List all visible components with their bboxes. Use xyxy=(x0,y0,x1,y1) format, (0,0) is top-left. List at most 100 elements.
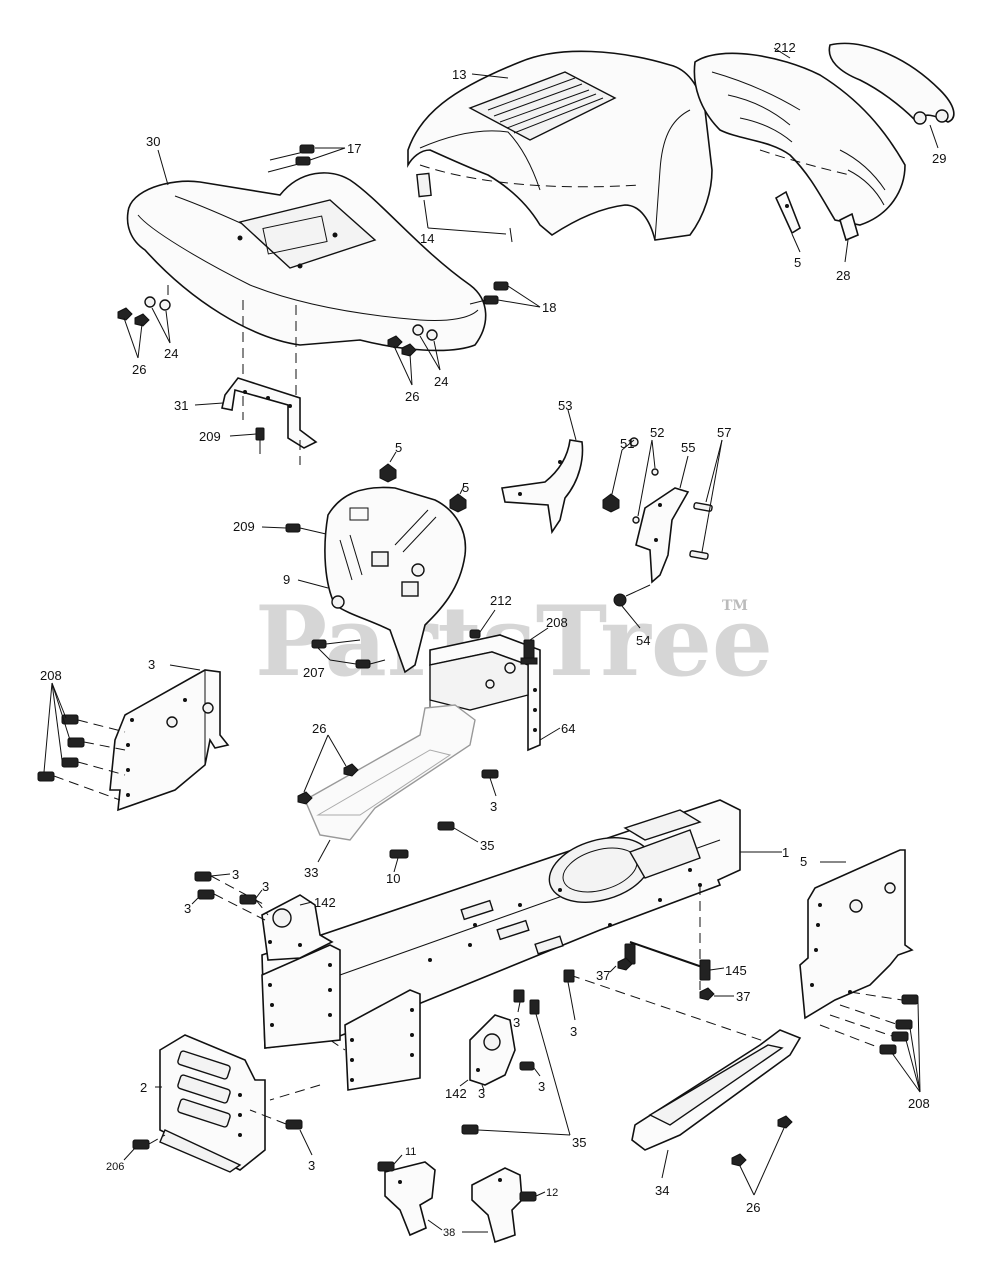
bolt-14-right[interactable] xyxy=(519,1191,537,1202)
bracket-38-left[interactable] xyxy=(384,1161,436,1237)
part-label-37: 37 xyxy=(596,968,610,983)
leader-212 xyxy=(773,47,791,59)
axle-bracket-142-lower[interactable] xyxy=(469,1014,516,1086)
bolts-35-lower[interactable] xyxy=(461,999,540,1135)
bolt-209-right[interactable] xyxy=(469,629,481,639)
bolt-57[interactable] xyxy=(689,502,713,560)
nut-washer-right[interactable] xyxy=(387,324,438,357)
nut-5-left[interactable] xyxy=(379,463,397,483)
leader-31 xyxy=(194,402,224,406)
part-label-57: 57 xyxy=(717,425,731,440)
footrest-33[interactable] xyxy=(304,704,476,841)
front-plate-2[interactable] xyxy=(159,1034,266,1173)
leader-208c-4 xyxy=(891,1052,921,1093)
part-label-208: 208 xyxy=(908,1096,930,1111)
leader-11 xyxy=(169,664,201,671)
part-label-3: 3 xyxy=(538,1079,545,1094)
bolt-206[interactable] xyxy=(132,1134,166,1150)
leader-3 xyxy=(489,777,497,797)
support-bracket-64[interactable] xyxy=(429,634,541,752)
clip-28[interactable] xyxy=(839,212,859,242)
footrest-34[interactable] xyxy=(631,1029,802,1151)
leader-208c-3 xyxy=(905,1039,921,1093)
bolts-3-upper-left[interactable] xyxy=(194,871,269,921)
part-label-25: 24 xyxy=(434,374,448,389)
leader-54 xyxy=(621,605,641,629)
leader-14b xyxy=(535,1191,546,1197)
bolt-24-top[interactable] xyxy=(267,144,315,173)
washer-52[interactable] xyxy=(632,468,659,524)
part-label-2: 2 xyxy=(140,1080,147,1095)
leader-37a xyxy=(609,965,617,973)
leader-24b xyxy=(507,285,541,308)
dash-panel-9[interactable] xyxy=(324,486,467,674)
leader-3b xyxy=(255,889,263,899)
part-label-206: 206 xyxy=(106,1161,124,1173)
bolt-14-left[interactable] xyxy=(377,1161,395,1172)
bolt-35-footrest[interactable] xyxy=(437,821,455,831)
side-panel-11[interactable] xyxy=(109,669,230,812)
bracket-53[interactable] xyxy=(501,439,584,535)
leader-35 xyxy=(453,827,479,843)
frame-plate-left-b[interactable] xyxy=(344,989,421,1091)
bumper-29[interactable] xyxy=(828,42,955,125)
watermark-trademark: TM xyxy=(722,598,748,614)
part-label-209: 209 xyxy=(233,519,255,534)
bolts-3-lower[interactable] xyxy=(513,969,575,1071)
bolts-208-left[interactable] xyxy=(37,714,126,801)
leader-209c xyxy=(479,609,496,633)
nut-37-right[interactable] xyxy=(699,987,715,1001)
nuts-26-footrest-right[interactable] xyxy=(731,1115,793,1167)
leader-209a xyxy=(229,433,257,437)
leader-14a xyxy=(393,1154,403,1165)
frame-dash-4 xyxy=(569,974,791,1051)
leader-26b-2 xyxy=(409,353,413,386)
bolt-10[interactable] xyxy=(389,849,409,859)
leader-51-2 xyxy=(621,439,635,451)
leader-142b xyxy=(459,1079,469,1087)
leader-28 xyxy=(844,239,849,263)
knob-54[interactable] xyxy=(613,584,651,607)
part-label-13: 5 xyxy=(800,854,807,869)
bolt-3-front[interactable] xyxy=(249,1109,303,1130)
nut-5-right[interactable] xyxy=(449,493,467,513)
frame-plate-left-a[interactable] xyxy=(261,944,341,1049)
bolt-24-right[interactable] xyxy=(469,281,509,305)
part-label-34: 34 xyxy=(655,1183,669,1198)
leader-207-2 xyxy=(329,659,357,665)
part-label-3: 3 xyxy=(232,867,239,882)
bracket-55[interactable] xyxy=(635,487,690,584)
hood-17[interactable] xyxy=(407,50,713,241)
bolt-207[interactable] xyxy=(311,639,386,669)
axle-bracket-142-upper[interactable] xyxy=(261,894,334,961)
leader-18-2 xyxy=(427,227,507,235)
nut-51[interactable] xyxy=(602,437,639,513)
seat-pan-30[interactable] xyxy=(126,172,487,352)
decal-18[interactable] xyxy=(416,172,513,243)
side-panel-13[interactable] xyxy=(799,849,914,1020)
bolt-209-dash[interactable] xyxy=(285,523,327,535)
leader-208b-4 xyxy=(43,682,53,773)
leader-38 xyxy=(427,1219,443,1231)
part-label-28: 28 xyxy=(836,268,850,283)
bolt-209-seat[interactable] xyxy=(255,427,265,454)
tie-rod-145[interactable] xyxy=(624,941,711,981)
leader-35b-2 xyxy=(535,1013,571,1136)
leader-52 xyxy=(651,439,656,469)
seat-bracket-31[interactable] xyxy=(221,377,318,465)
nut-37-left[interactable] xyxy=(617,957,633,971)
bolt-208-top[interactable] xyxy=(520,639,538,665)
leader-3g xyxy=(481,1084,485,1091)
leader-33 xyxy=(317,839,331,863)
leader-3c xyxy=(191,897,199,905)
bracket-12[interactable] xyxy=(774,190,801,235)
grille-212[interactable] xyxy=(693,52,906,226)
bracket-38-right[interactable] xyxy=(471,1167,523,1244)
part-label-3: 3 xyxy=(308,1158,315,1173)
nut-washer-left[interactable] xyxy=(117,296,171,327)
nut-26-footrest[interactable] xyxy=(297,763,359,805)
bolts-208-right[interactable] xyxy=(819,991,919,1055)
bolt-3-footrest[interactable] xyxy=(481,769,499,779)
leader-5a xyxy=(389,451,397,463)
